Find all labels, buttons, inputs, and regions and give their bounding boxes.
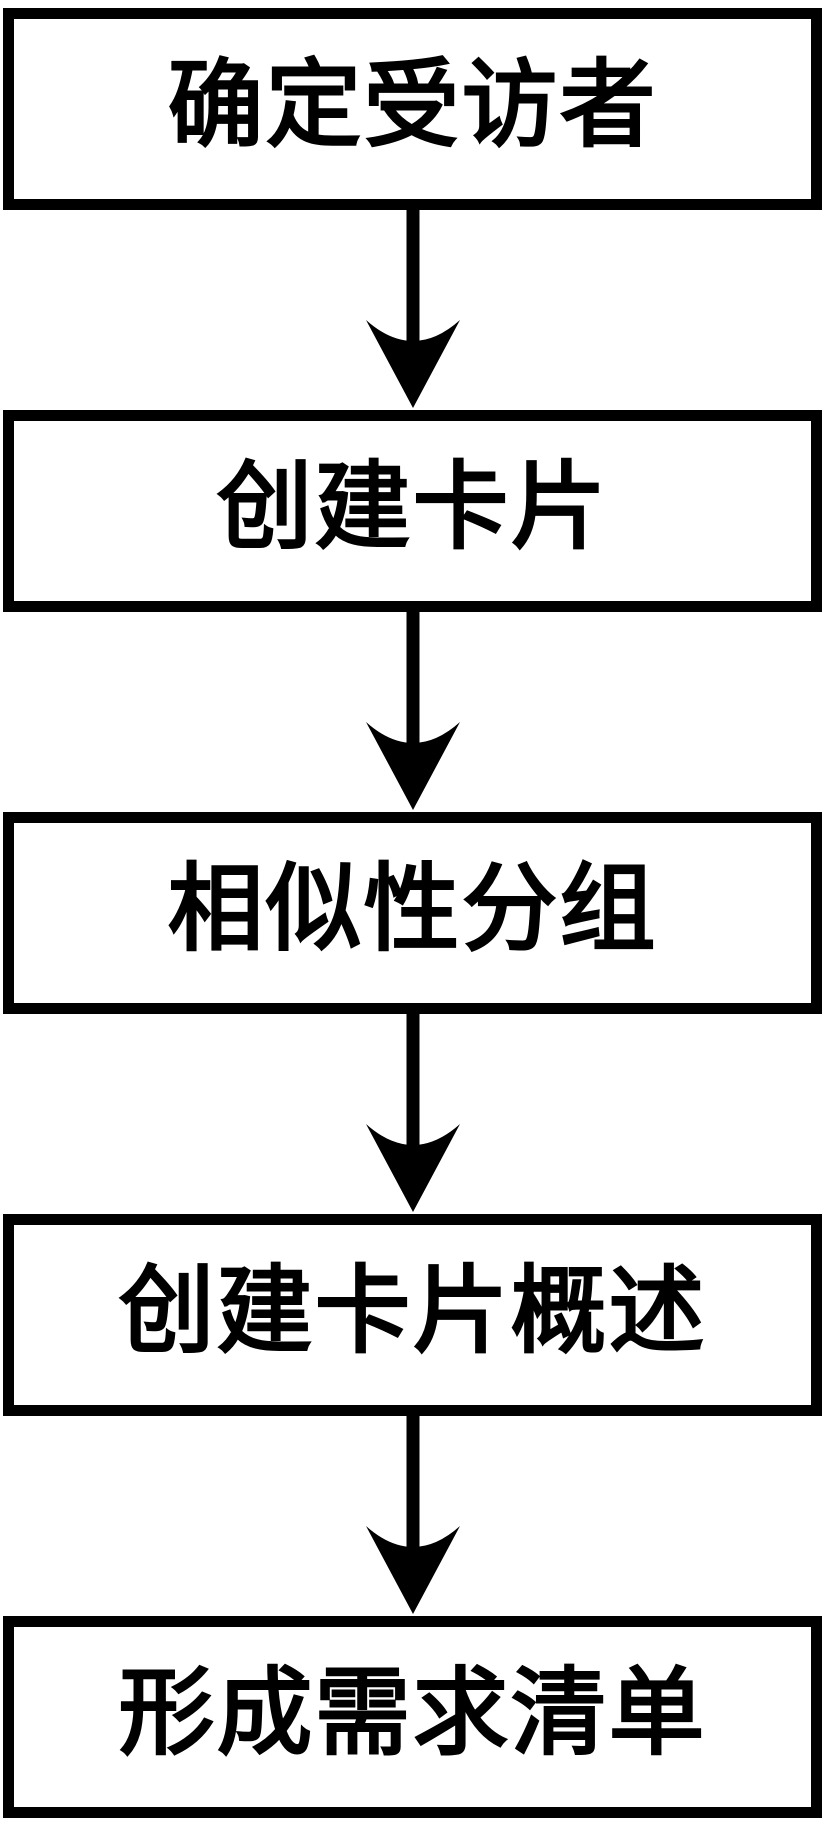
flow-step-1: 确定受访者 (3, 8, 822, 210)
flow-step-5: 形成需求清单 (3, 1616, 822, 1818)
flow-step-3: 相似性分组 (3, 812, 822, 1014)
flow-step-4-label: 创建卡片概述 (118, 1255, 707, 1367)
flow-step-1-label: 确定受访者 (167, 49, 658, 161)
down-arrow-icon (365, 210, 460, 408)
down-arrow-icon (365, 1416, 460, 1614)
flow-step-5-label: 形成需求清单 (118, 1657, 707, 1769)
flow-step-4: 创建卡片概述 (3, 1214, 822, 1416)
flow-step-2-label: 创建卡片 (216, 451, 609, 563)
down-arrow-icon (365, 1014, 460, 1212)
down-arrow-icon (365, 612, 460, 810)
flow-step-3-label: 相似性分组 (167, 853, 658, 965)
flow-step-2: 创建卡片 (3, 410, 822, 612)
